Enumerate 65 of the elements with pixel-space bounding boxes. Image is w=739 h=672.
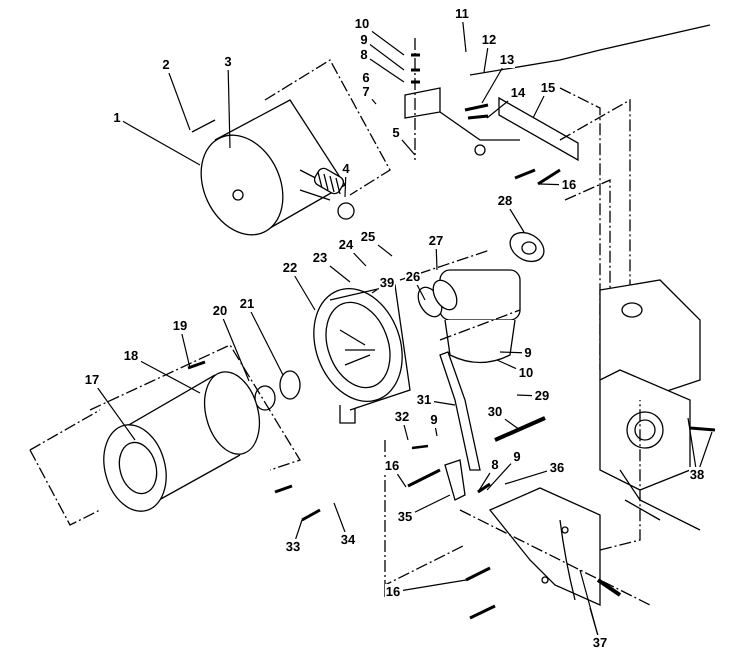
callout-number: 26 [404,269,422,285]
leader-line [486,463,512,490]
leader-line [330,266,350,282]
leader-line [378,244,392,256]
leader-line [353,252,366,266]
leader-line [509,208,525,232]
leader-line [250,312,284,376]
leader-line [486,100,508,118]
leader-line [516,394,532,396]
leader-line [181,334,191,368]
leader-line [504,470,548,485]
leader-line [295,520,303,540]
leader-line [540,183,560,186]
callout-number: 11 [454,6,470,22]
callout-number: 12 [480,32,498,48]
callout-number: 32 [394,409,410,425]
callout-number: 22 [282,260,298,276]
leader-line [462,22,467,52]
leader-line [579,570,598,636]
callout-number: 16 [384,584,402,600]
leader-line [478,472,490,492]
leader-line [228,70,231,148]
callout-number: 16 [384,458,400,474]
leader-line [687,418,696,468]
callout-number: 17 [84,372,100,388]
leader-line [532,96,545,118]
leader-line [404,424,409,440]
callout-number: 20 [212,303,228,319]
leader-line [396,474,406,488]
leader-line [344,176,346,198]
leader-line [699,432,713,468]
leader-line [500,351,522,354]
leader-line [589,608,598,636]
leader-line [372,289,378,294]
leader-line [402,579,466,591]
leader-line [222,318,250,382]
callout-number: 21 [238,296,256,312]
leader-line [504,418,520,430]
leader-line [333,502,346,532]
leader-line [294,276,316,310]
leader-line [436,248,438,270]
callout-number: 19 [172,318,188,334]
callout-number: 28 [496,193,514,209]
callout-number: 39 [378,275,396,291]
leader-line [140,360,200,394]
leader-line [416,284,426,300]
leader-line [370,58,404,82]
callout-number: 24 [338,237,354,253]
leader-line [372,98,376,104]
callout-number: 13 [498,52,516,68]
callout-number: 2 [161,57,171,73]
leader-line [97,388,136,440]
leader-line [370,44,404,70]
leader-line [434,428,438,436]
leader-line [414,494,450,513]
leader-line [168,72,191,130]
callout-number: 15 [540,80,556,96]
leader-line [481,68,503,104]
leader-line [496,359,516,370]
leader-line [483,48,488,72]
leader-line [122,120,200,166]
callout-number: 9 [429,412,439,428]
leader-line [402,140,416,156]
leader-line [434,401,456,406]
leader-line [372,30,404,56]
